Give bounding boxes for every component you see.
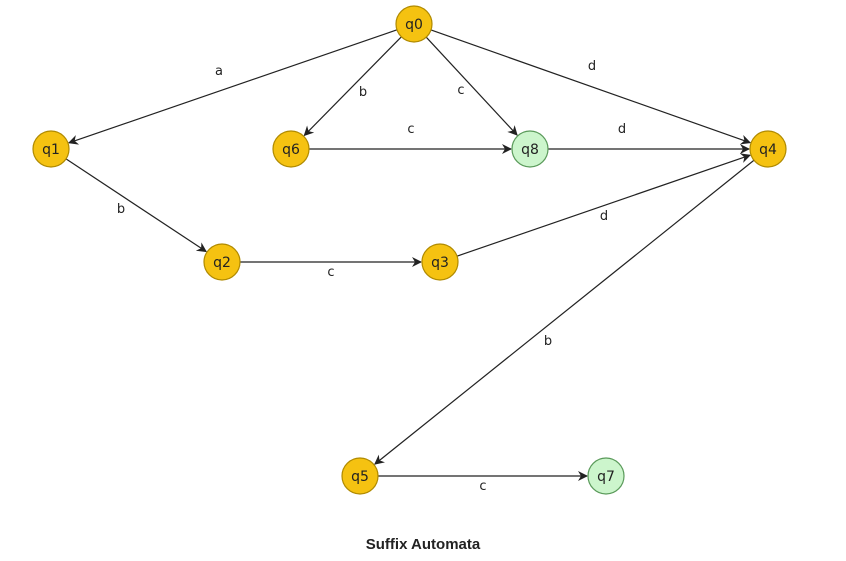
state-node-q1: q1 [32, 130, 70, 168]
edge-q0-q1 [68, 29, 398, 145]
state-circle-q2 [203, 243, 241, 281]
state-circle-q7 [587, 457, 625, 495]
state-circle-q3 [421, 243, 459, 281]
state-label-q3: q3 [431, 255, 449, 271]
edge-q1-q2 [65, 158, 207, 253]
state-circle-q6 [272, 130, 310, 168]
edge-label-q0-q4: d [588, 59, 596, 74]
state-label-q6: q6 [282, 142, 300, 158]
edge-label-q0-q8: c [457, 83, 464, 98]
state-label-q7: q7 [597, 469, 615, 485]
state-node-q2: q2 [203, 243, 241, 281]
edges [65, 29, 755, 481]
state-node-q6: q6 [272, 130, 310, 168]
figure-caption: Suffix Automata [365, 536, 481, 553]
state-node-q0: q0 [395, 5, 433, 43]
state-node-q3: q3 [421, 243, 459, 281]
edge-q0-q6 [303, 36, 402, 137]
state-label-q2: q2 [213, 255, 231, 271]
edge-label-q0-q1: a [215, 64, 223, 79]
edge-q0-q4 [430, 29, 752, 145]
state-node-q5: q5 [341, 457, 379, 495]
edge-label-q1-q2: b [117, 202, 125, 217]
state-circle-q8 [511, 130, 549, 168]
edge-q3-q4 [456, 153, 751, 257]
edge-labels: a b c d c d b c d b c [117, 59, 626, 494]
state-label-q5: q5 [351, 469, 369, 485]
state-circle-q1 [32, 130, 70, 168]
state-label-q8: q8 [521, 142, 539, 158]
edge-label-q4-q5: b [544, 334, 552, 349]
edge-label-q0-q6: b [359, 85, 367, 100]
edge-label-q5-q7: c [479, 479, 486, 494]
edge-q4-q5 [374, 159, 755, 465]
nodes: q0 q1 q2 q3 q4 q5 q6 q7 q8 [32, 5, 787, 495]
edge-label-q2-q3: c [327, 265, 334, 280]
edge-label-q8-q4: d [618, 122, 626, 137]
edge-label-q3-q4: d [600, 209, 608, 224]
state-label-q4: q4 [759, 142, 777, 158]
state-circle-q5 [341, 457, 379, 495]
state-node-q8: q8 [511, 130, 549, 168]
state-node-q4: q4 [749, 130, 787, 168]
state-circle-q4 [749, 130, 787, 168]
state-label-q0: q0 [405, 17, 423, 33]
state-node-q7: q7 [587, 457, 625, 495]
state-circle-q0 [395, 5, 433, 43]
edge-label-q6-q8: c [407, 122, 414, 137]
edge-q0-q8 [425, 36, 518, 136]
state-label-q1: q1 [42, 142, 60, 158]
